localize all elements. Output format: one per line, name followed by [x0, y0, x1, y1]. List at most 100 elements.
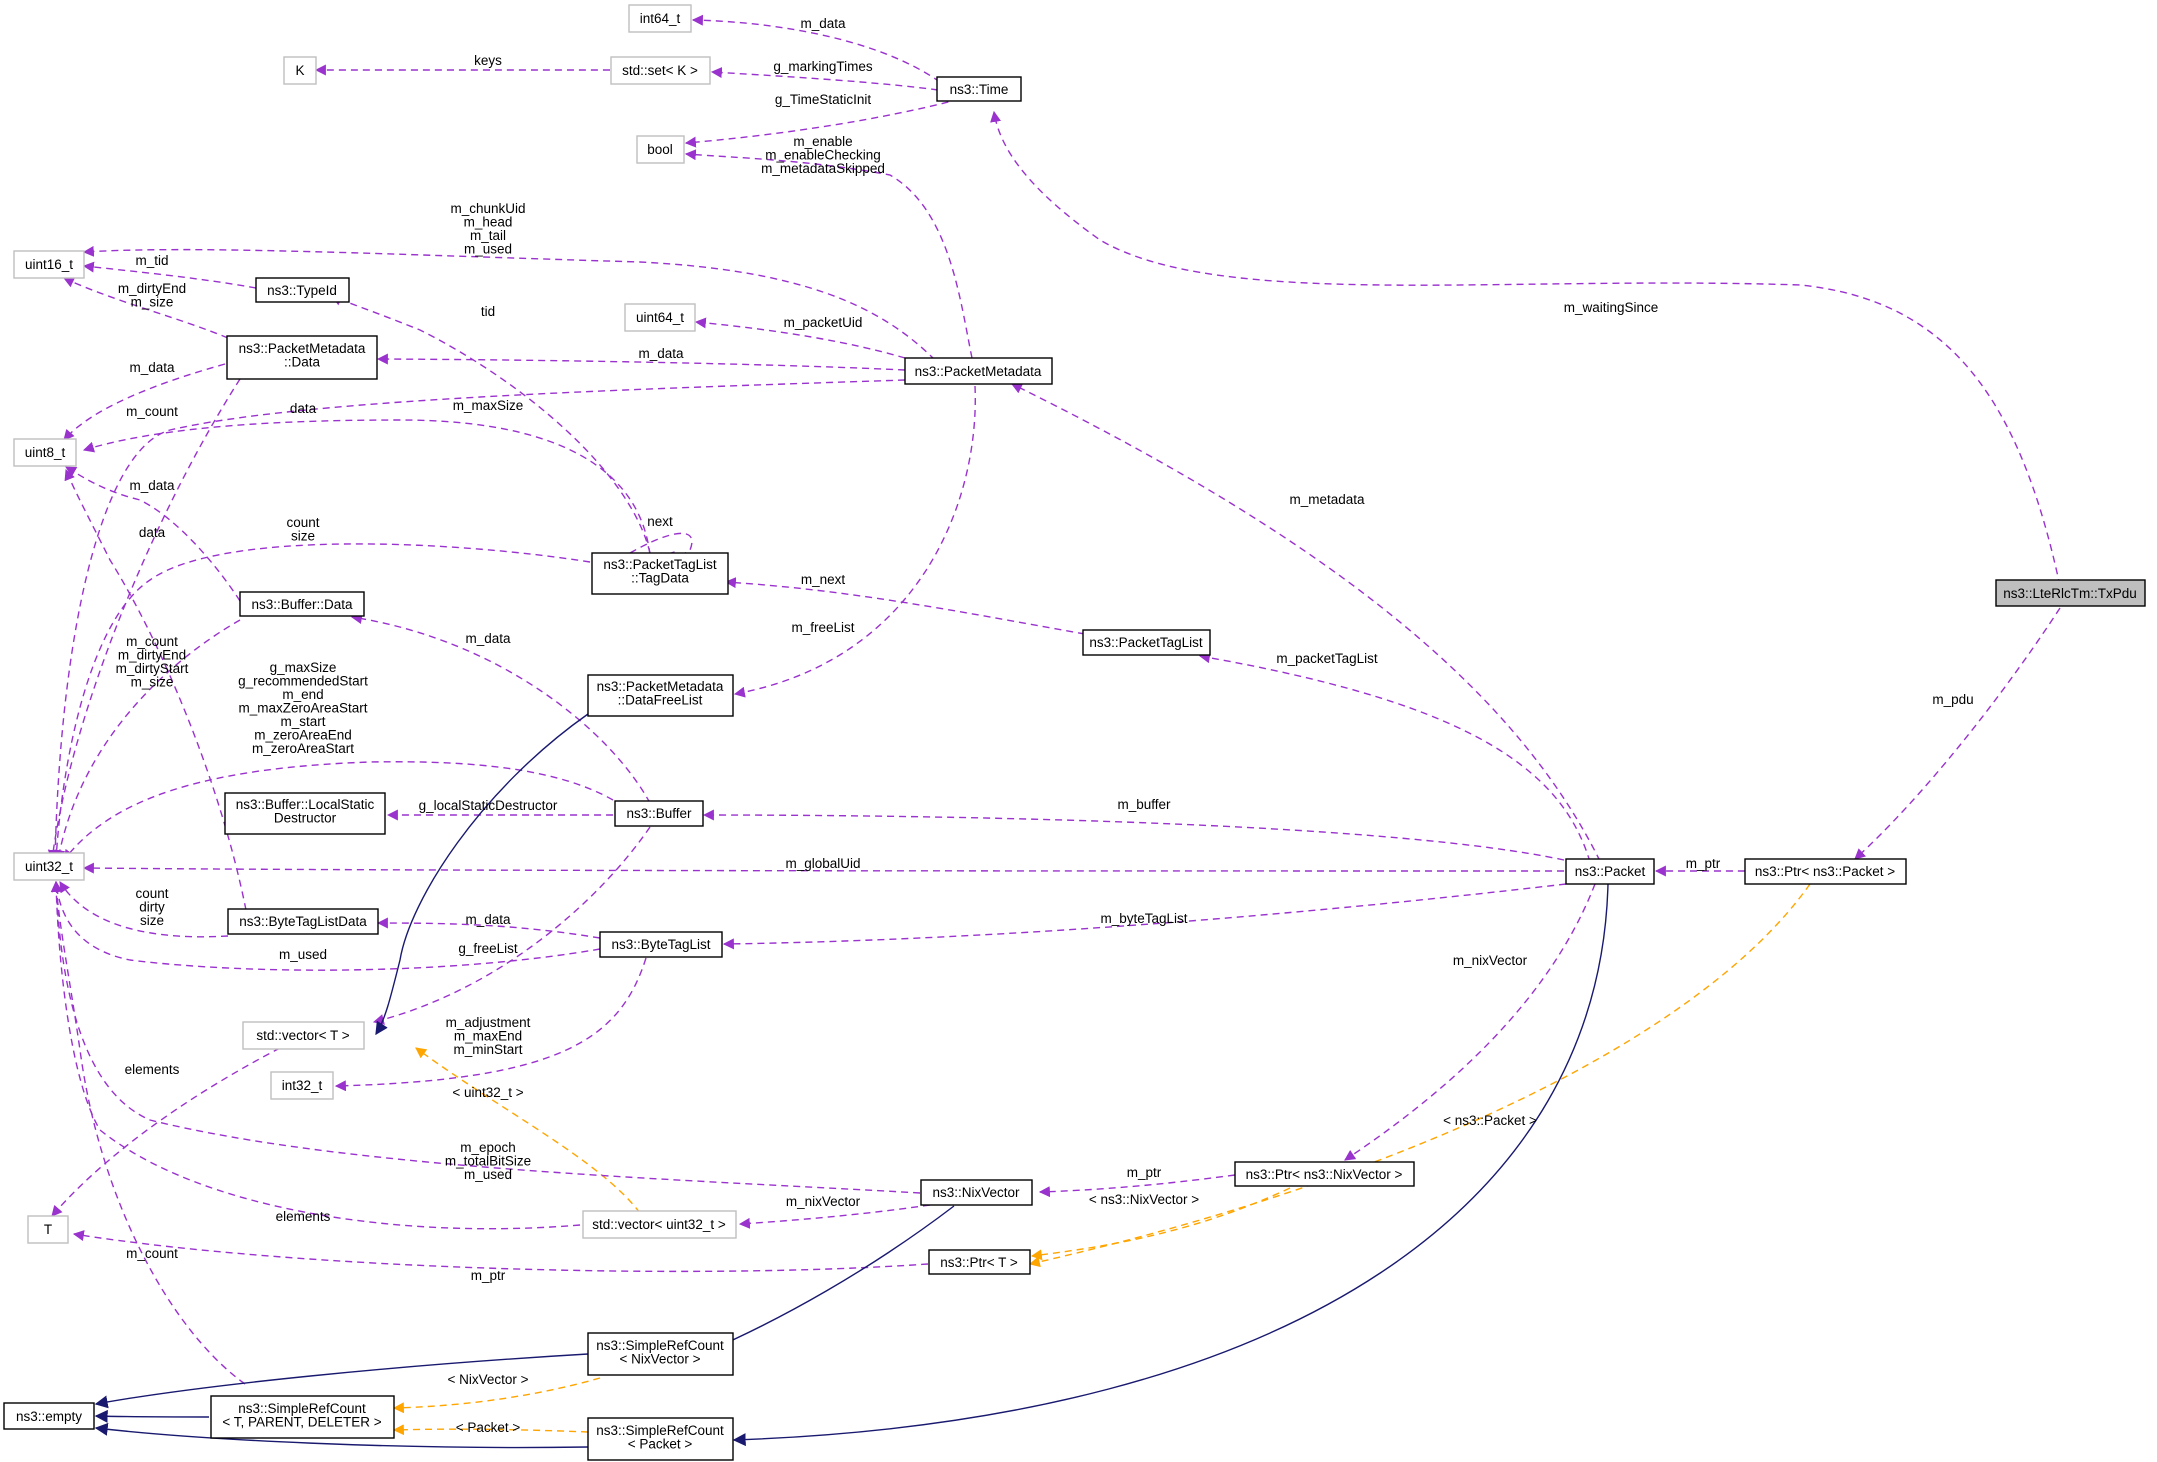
node-packetmetadata-data[interactable]: ns3::PacketMetadata::Data [226, 335, 378, 380]
node-t[interactable]: T [27, 1215, 69, 1244]
node-ns3-nixvector[interactable]: ns3::NixVector [920, 1179, 1033, 1206]
label-nix-vecu32: m_nixVector [786, 1194, 861, 1209]
label-btl-btldata: m_data [465, 912, 511, 927]
edge-bufdata-u8 [65, 466, 241, 602]
node-bool[interactable]: bool [636, 135, 685, 164]
node-ns3-buffer[interactable]: ns3::Buffer [614, 800, 704, 827]
edge-ptrnix-ptrT [1030, 1187, 1291, 1261]
node-uint8-t[interactable]: uint8_t [13, 438, 77, 467]
node-int64-t[interactable]: int64_t [628, 4, 692, 33]
label-pm-pmdata: m_data [638, 346, 684, 361]
node-ns3-typeid[interactable]: ns3::TypeId [255, 277, 350, 303]
node-lterlctm-txpdu[interactable]: ns3::LteRlcTm::TxPdu [1995, 579, 2146, 607]
node-ns3-time[interactable]: ns3::Time [936, 76, 1022, 102]
edge-pm-freelist [733, 385, 976, 698]
node-ptr-t[interactable]: ns3::Ptr< T > [928, 1249, 1031, 1275]
edge-vecu32-u32 [50, 880, 581, 1230]
edge-inherit-nix-srcnix [704, 1205, 955, 1354]
text-line: m_head [464, 215, 513, 230]
text-line: m_end [282, 687, 323, 702]
text-line: m_used [464, 242, 512, 257]
node-std-vector-uint32-t[interactable]: std::vector< uint32_t > [582, 1210, 737, 1239]
edge-ptrT-T [72, 1230, 929, 1273]
edge-bytetagdata-u8 [64, 468, 247, 911]
node-ns3-packet[interactable]: ns3::Packet [1565, 858, 1655, 885]
label-time-bool: g_TimeStaticInit [775, 92, 872, 107]
node-ns3-empty[interactable]: ns3::empty [3, 1402, 95, 1430]
label-packet-ptl: m_packetTagList [1276, 651, 1378, 666]
svg-text:ns3::SimpleRefCount< Packet >: ns3::SimpleRefCount< Packet > [596, 1423, 724, 1452]
text-line: m_maxEnd [454, 1029, 522, 1044]
svg-text:uint8_t: uint8_t [25, 445, 66, 460]
node-uint64-t[interactable]: uint64_t [624, 303, 696, 332]
edge-ptrpacket-ptrT [1028, 883, 1811, 1268]
edge-buffer-vector [372, 826, 651, 1025]
svg-text:ns3::NixVector: ns3::NixVector [932, 1185, 1020, 1200]
node-ns3-bytetaglist[interactable]: ns3::ByteTagList [599, 931, 723, 958]
node-ns3-packetmetadata[interactable]: ns3::PacketMetadata [904, 357, 1053, 385]
node-std-set-k[interactable]: std::set< K > [610, 56, 711, 85]
label-pm-freelist: m_freeList [791, 620, 854, 635]
text-line: m_ptr [1686, 856, 1721, 871]
label-time-set: g_markingTimes [773, 59, 873, 74]
svg-text:ns3::ByteTagList: ns3::ByteTagList [611, 937, 710, 952]
label-tagdata-typeid: tid [481, 304, 495, 319]
label-ptl-tagdata: m_next [801, 572, 846, 587]
text-line: m_enableChecking [765, 148, 881, 163]
text-line: m_packetTagList [1276, 651, 1378, 666]
text-line: < ns3::NixVector > [1089, 1192, 1199, 1207]
text-line: g_TimeStaticInit [775, 92, 872, 107]
text-line: m_data [465, 912, 511, 927]
text-line: ns3::PacketMetadata [239, 341, 366, 356]
node-packetmetadata-datafreelist[interactable]: ns3::PacketMetadata::DataFreeList [587, 674, 734, 717]
edge-ptrnix-nix [1038, 1174, 1236, 1198]
node-int32-t[interactable]: int32_t [270, 1071, 334, 1100]
text-line: m_metadataSkipped [761, 161, 885, 176]
edge-inherit-srcpacket-empty [94, 1422, 589, 1449]
node-buffer-data[interactable]: ns3::Buffer::Data [239, 591, 365, 617]
node-uint32-t[interactable]: uint32_t [13, 852, 85, 881]
edge-buffer-bufdata [350, 613, 651, 804]
svg-text:ns3::Ptr< T >: ns3::Ptr< T > [940, 1255, 1018, 1270]
label-vecu32-u32: elements [276, 1209, 331, 1224]
node-std-vector-t[interactable]: std::vector< T > [242, 1021, 365, 1050]
edge-btl-u32 [51, 880, 601, 971]
text-line: m_maxSize [453, 398, 524, 413]
svg-text:K: K [295, 63, 304, 78]
node-simplerefcount-packet[interactable]: ns3::SimpleRefCount< Packet > [587, 1417, 734, 1461]
edge-btl-int32 [334, 957, 647, 1092]
text-line: m_count [126, 404, 178, 419]
node-ns3-packettaglist[interactable]: ns3::PacketTagList [1082, 629, 1211, 656]
svg-text:uint32_t: uint32_t [25, 859, 73, 874]
svg-text:T: T [44, 1222, 52, 1237]
svg-text:uint64_t: uint64_t [636, 310, 684, 325]
node-ptr-ns3-nixvector[interactable]: ns3::Ptr< ns3::NixVector > [1234, 1161, 1415, 1187]
edge-pmdata-u32 [47, 378, 241, 862]
edge-time-bool [684, 98, 961, 148]
node-simplerefcount-nixvector[interactable]: ns3::SimpleRefCount< NixVector > [587, 1332, 734, 1376]
svg-text:int64_t: int64_t [640, 11, 681, 26]
svg-text:ns3::PacketMetadata: ns3::PacketMetadata [915, 364, 1042, 379]
text-line: m_tid [135, 253, 168, 268]
node-simplerefcount-t-parent-deleter[interactable]: ns3::SimpleRefCount< T, PARENT, DELETER … [210, 1395, 395, 1439]
label-ptrpacket-ptrT: < ns3::Packet > [1443, 1113, 1537, 1128]
node-uint16-t[interactable]: uint16_t [13, 250, 85, 279]
text-line: m_epoch [460, 1140, 516, 1155]
node-ns3-bytetaglistdata[interactable]: ns3::ByteTagListData [227, 908, 379, 935]
edge-inherit-srcnix-empty [94, 1353, 589, 1409]
text-line: m_used [279, 947, 327, 962]
label-buffer-bufdata: m_data [465, 631, 511, 646]
text-line: tid [481, 304, 495, 319]
node-k[interactable]: K [283, 56, 317, 85]
text-line: < uint32_t > [452, 1085, 523, 1100]
edge-time-set [710, 67, 939, 91]
node-ptr-ns3-packet[interactable]: ns3::Ptr< ns3::Packet > [1744, 858, 1907, 885]
edge-pm-bool [684, 149, 973, 359]
node-packettaglist-tagdata[interactable]: ns3::PacketTagList::TagData [591, 552, 729, 595]
text-line: ::DataFreeList [618, 693, 703, 708]
